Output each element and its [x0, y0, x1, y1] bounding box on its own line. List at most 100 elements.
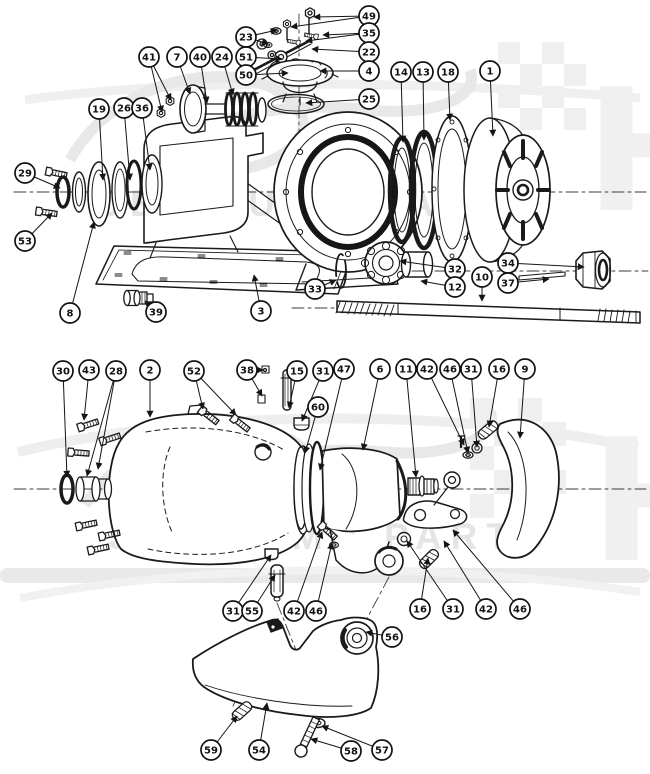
- part-callout-42: 42: [283, 600, 305, 622]
- svg-text:43: 43: [82, 366, 96, 377]
- svg-text:34: 34: [501, 259, 515, 270]
- svg-text:16: 16: [413, 605, 427, 616]
- part-callout-8: 8: [59, 302, 81, 324]
- leader-line-19: [98, 108, 107, 181]
- svg-text:41: 41: [142, 53, 156, 64]
- leader-line-6: [360, 368, 381, 451]
- o-ring: [267, 93, 325, 115]
- leader-line-13: [420, 71, 428, 141]
- svg-text:46: 46: [513, 605, 527, 616]
- part-callout-51: 51: [235, 46, 257, 68]
- leader-line-9: [516, 368, 526, 439]
- part-callout-12: 12: [444, 276, 466, 298]
- svg-text:60: 60: [311, 403, 325, 414]
- part-callout-46: 46: [509, 598, 531, 620]
- part-callout-54: 54: [248, 739, 270, 761]
- impeller: [463, 117, 551, 263]
- svg-text:4: 4: [366, 67, 373, 78]
- shaft-nut: [575, 250, 612, 290]
- part-callout-39: 39: [145, 301, 167, 323]
- part-callout-2: 2: [139, 359, 161, 381]
- svg-text:25: 25: [362, 95, 376, 106]
- svg-text:50: 50: [239, 71, 253, 82]
- part-callout-4: 4: [358, 60, 380, 82]
- svg-text:40: 40: [193, 53, 207, 64]
- svg-text:31: 31: [446, 605, 460, 616]
- svg-text:24: 24: [215, 53, 229, 64]
- plate-hardware: [229, 699, 326, 758]
- part-callout-59: 59: [200, 739, 222, 761]
- svg-text:37: 37: [501, 279, 515, 290]
- part-callout-16: 16: [488, 358, 510, 380]
- svg-text:31: 31: [464, 365, 478, 376]
- part-callout-24: 24: [211, 46, 233, 68]
- leader-line-31: [406, 540, 454, 610]
- bearing-spacer: [400, 251, 434, 278]
- svg-text:13: 13: [416, 68, 430, 79]
- leader-line-28: [85, 370, 117, 477]
- part-callout-31: 31: [460, 358, 482, 380]
- part-callout-9: 9: [514, 358, 536, 380]
- svg-text:6: 6: [377, 365, 384, 376]
- part-callout-40: 40: [189, 46, 211, 68]
- part-callout-7: 7: [166, 46, 188, 68]
- part-callout-11: 11: [395, 358, 417, 380]
- svg-text:15: 15: [290, 367, 304, 378]
- part-callout-56: 56: [381, 626, 403, 648]
- svg-text:46: 46: [443, 365, 457, 376]
- part-callout-10: 10: [471, 266, 493, 288]
- part-callout-3: 3: [250, 300, 272, 322]
- leader-line-42: [443, 540, 487, 610]
- part-callout-43: 43: [78, 359, 100, 381]
- leader-line-11: [405, 368, 419, 478]
- svg-text:14: 14: [394, 68, 408, 79]
- leader-line-31: [232, 554, 272, 612]
- svg-text:12: 12: [448, 283, 462, 294]
- leader-line-46: [449, 368, 471, 454]
- part-callout-29: 29: [14, 162, 36, 184]
- watermark-letter: H: [590, 403, 650, 601]
- svg-text:30: 30: [56, 367, 70, 378]
- nozzle-plug: [407, 475, 439, 497]
- svg-text:33: 33: [308, 285, 322, 296]
- svg-text:19: 19: [92, 105, 106, 116]
- part-callout-58: 58: [340, 740, 362, 762]
- leader-line-42: [426, 368, 465, 446]
- part-callout-22: 22: [358, 41, 380, 63]
- svg-text:35: 35: [362, 29, 376, 40]
- part-callout-60: 60: [307, 396, 329, 418]
- svg-text:56: 56: [385, 633, 399, 644]
- svg-text:57: 57: [375, 746, 389, 757]
- svg-text:9: 9: [522, 365, 529, 376]
- snap-ring: [335, 253, 347, 289]
- svg-text:46: 46: [309, 607, 323, 618]
- leader-line-14: [399, 71, 407, 143]
- part-callout-53: 53: [14, 230, 36, 252]
- svg-text:23: 23: [239, 33, 253, 44]
- part-callout-33: 33: [304, 278, 326, 300]
- svg-text:11: 11: [399, 365, 413, 376]
- leader-line-30: [62, 370, 71, 478]
- part-callout-15: 15: [286, 360, 308, 382]
- part-callout-46: 46: [305, 600, 327, 622]
- svg-text:55: 55: [245, 607, 259, 618]
- svg-text:32: 32: [448, 265, 462, 276]
- leader-line-42: [293, 531, 324, 612]
- svg-text:18: 18: [441, 68, 455, 79]
- svg-text:2: 2: [147, 366, 154, 377]
- svg-text:49: 49: [362, 12, 376, 23]
- svg-text:8: 8: [67, 309, 74, 320]
- nozzle-housing: [107, 404, 313, 566]
- part-callout-1: 1: [479, 60, 501, 82]
- lower-assembly-drawing: [13, 365, 647, 758]
- part-callout-32: 32: [444, 258, 466, 280]
- upper-assembly-drawing: [13, 7, 649, 324]
- leader-line-26: [123, 107, 133, 181]
- part-callout-31: 31: [442, 598, 464, 620]
- part-callout-47: 47: [333, 358, 355, 380]
- ball-bearing: [360, 241, 412, 285]
- leader-line-28: [95, 370, 117, 470]
- part-callout-37: 37: [497, 272, 519, 294]
